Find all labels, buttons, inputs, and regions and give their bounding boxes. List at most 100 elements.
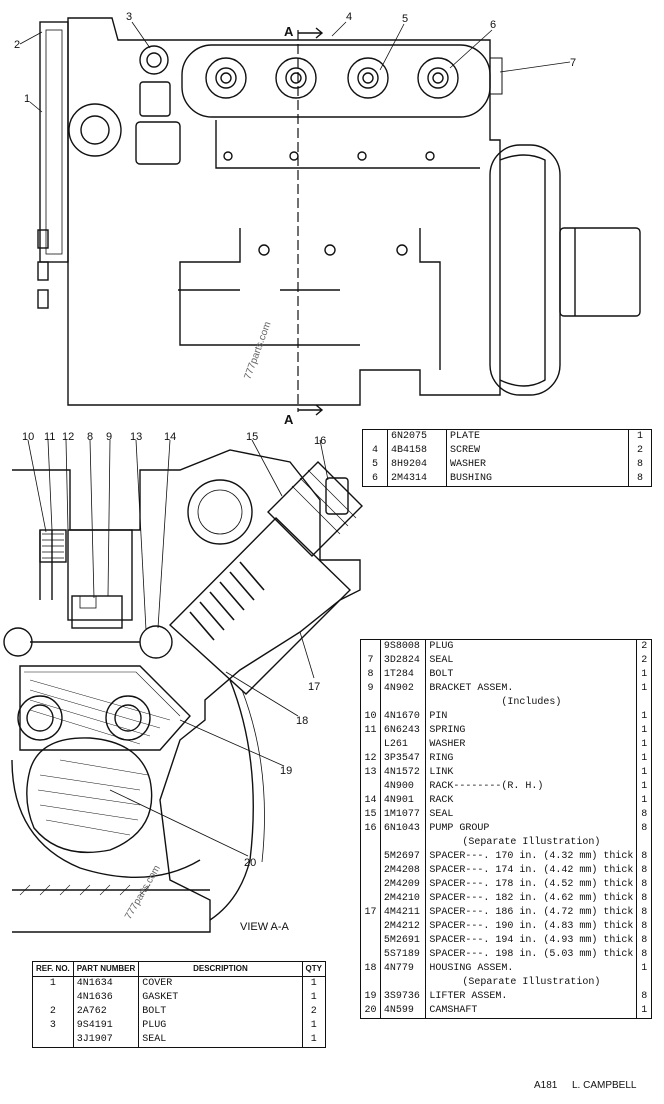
table-header-row: REF. NO. PART NUMBER DESCRIPTION QTY bbox=[32, 961, 326, 977]
watermark-1: 777parts.com bbox=[242, 320, 273, 381]
callout-13: 13 bbox=[130, 431, 142, 443]
cell-ref: 7 bbox=[367, 655, 374, 666]
cell-qty: 1 bbox=[636, 794, 652, 808]
cell-ref: 13 bbox=[364, 767, 377, 778]
cell-desc: COVER bbox=[138, 976, 303, 991]
callout-12: 12 bbox=[62, 431, 74, 443]
callout-6: 6 bbox=[490, 19, 496, 31]
cell-qty: 8 bbox=[636, 906, 652, 920]
callout-1: 1 bbox=[24, 93, 30, 105]
cell-pn: 4N1634 bbox=[72, 976, 139, 991]
cell-desc: SEAL bbox=[138, 1033, 303, 1048]
cell-qty: 1 bbox=[636, 724, 652, 738]
cell-desc: PLUG bbox=[425, 639, 637, 654]
cell-pn: 4N1636 bbox=[72, 991, 139, 1005]
cell-desc: PLUG bbox=[138, 1019, 303, 1033]
cell-ref bbox=[361, 850, 381, 864]
cell-qty: 1 bbox=[636, 962, 652, 976]
cell-desc: CAMSHAFT bbox=[425, 1004, 637, 1019]
cell-ref bbox=[361, 920, 381, 934]
cell-pn bbox=[379, 976, 426, 990]
cell-qty: 2 bbox=[636, 654, 652, 668]
cell-pn: 4N1670 bbox=[379, 710, 426, 724]
cell-qty bbox=[636, 696, 652, 710]
callout-19: 19 bbox=[280, 765, 292, 777]
table-row: (Separate Illustration) bbox=[361, 836, 652, 850]
cell-pn: 4B4158 bbox=[387, 444, 447, 458]
header-ref-no: REF. NO. bbox=[32, 961, 74, 977]
cell-ref: 4 bbox=[371, 445, 378, 456]
cell-pn: 2M4208 bbox=[379, 864, 426, 878]
cell-qty: 1 bbox=[636, 752, 652, 766]
cell-qty: 2 bbox=[301, 1005, 326, 1019]
cell-desc: SPACER---. 186 in. (4.72 mm) thick bbox=[425, 906, 637, 920]
table-row: (Separate Illustration) bbox=[361, 976, 652, 990]
cell-ref bbox=[361, 934, 381, 948]
cell-pn: 2M4314 bbox=[387, 472, 447, 487]
cell-ref bbox=[361, 864, 381, 878]
cell-pn: 2M4212 bbox=[379, 920, 426, 934]
cell-ref: 8 bbox=[367, 669, 374, 680]
cell-ref bbox=[363, 430, 388, 445]
cell-pn: 4N900 bbox=[379, 780, 426, 794]
cell-qty: 8 bbox=[636, 864, 652, 878]
cell-qty bbox=[636, 836, 652, 850]
callout-14: 14 bbox=[164, 431, 176, 443]
cell-ref: 6 bbox=[371, 473, 378, 484]
cell-desc: SPACER---. 170 in. (4.32 mm) thick bbox=[425, 850, 637, 864]
section-marker-top: A bbox=[284, 24, 294, 39]
cell-ref: 14 bbox=[364, 795, 377, 806]
cell-qty: 2 bbox=[636, 639, 652, 654]
cell-pn: 5S7189 bbox=[379, 948, 426, 962]
table-row: (Includes) bbox=[361, 696, 652, 710]
cell-ref bbox=[361, 892, 381, 906]
cell-qty: 1 bbox=[636, 780, 652, 794]
callout-20: 20 bbox=[244, 857, 256, 869]
cell-ref bbox=[33, 1033, 74, 1048]
callout-9: 9 bbox=[106, 431, 112, 443]
cell-desc: PLATE bbox=[446, 429, 629, 444]
cell-desc: SPACER---. 190 in. (4.83 mm) thick bbox=[425, 920, 637, 934]
callout-3: 3 bbox=[126, 11, 132, 23]
section-view-a-a bbox=[3, 439, 363, 933]
footer-artist: L. CAMPBELL bbox=[572, 1080, 637, 1091]
cell-ref: 20 bbox=[364, 1005, 377, 1016]
cell-pn: 4N1572 bbox=[379, 766, 426, 780]
header-description: DESCRIPTION bbox=[138, 961, 303, 977]
cell-qty: 8 bbox=[628, 458, 652, 472]
callout-4: 4 bbox=[346, 11, 352, 23]
cell-desc: BOLT bbox=[138, 1005, 303, 1019]
cell-qty: 1 bbox=[628, 429, 652, 444]
cell-qty: 2 bbox=[628, 444, 652, 458]
cell-desc: BUSHING bbox=[446, 472, 629, 487]
callout-15: 15 bbox=[246, 431, 258, 443]
cell-pn: 3P3547 bbox=[379, 752, 426, 766]
callout-2: 2 bbox=[14, 39, 20, 51]
cell-pn: 2M4210 bbox=[379, 892, 426, 906]
cell-desc: WASHER bbox=[446, 458, 629, 472]
cell-qty: 1 bbox=[301, 976, 326, 991]
cell-ref: 3 bbox=[49, 1020, 56, 1031]
cell-pn: 3D2824 bbox=[379, 654, 426, 668]
cell-pn: 4N902 bbox=[379, 682, 426, 696]
cell-desc: (Separate Illustration) bbox=[425, 836, 637, 850]
